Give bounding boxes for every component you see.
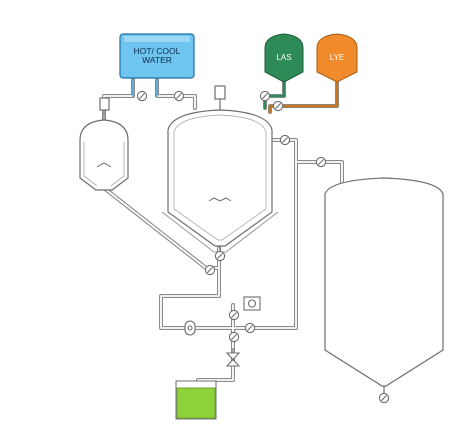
valve-loop-2[interactable] (228, 331, 240, 343)
valve-water-1[interactable] (136, 90, 148, 102)
valve-storage-outlet[interactable] (378, 392, 390, 404)
valve-loop-1[interactable] (228, 309, 240, 321)
sampling-valve (225, 348, 241, 367)
storage-tank (324, 177, 444, 394)
premix-vessel (79, 97, 129, 191)
valve-loop-3[interactable] (244, 322, 256, 334)
flow-meter (184, 320, 196, 336)
las-tank: LAS (264, 33, 304, 83)
valve-premix-drain[interactable] (204, 264, 216, 276)
las-label: LAS (276, 53, 291, 62)
hot-cool-water-label-1: HOT/ COOL (134, 46, 181, 56)
lye-tank: LYE (316, 33, 358, 83)
valve-water-2[interactable] (173, 90, 185, 102)
hot-cool-water-label-2: WATER (142, 55, 172, 65)
valve-reactor-return[interactable] (279, 134, 291, 146)
lye-label: LYE (330, 53, 345, 62)
main-reactor (161, 85, 279, 253)
reactor-motor (214, 85, 226, 100)
valve-reactor-outlet[interactable] (214, 250, 226, 262)
valve-lye[interactable] (272, 100, 284, 112)
product-tank (175, 380, 217, 420)
premix-motor (99, 97, 110, 111)
valve-las[interactable] (259, 90, 271, 102)
valve-storage-inlet[interactable] (315, 156, 327, 168)
pump (243, 296, 261, 311)
hot-cool-water-tank: HOT/ COOL WATER (119, 33, 195, 79)
